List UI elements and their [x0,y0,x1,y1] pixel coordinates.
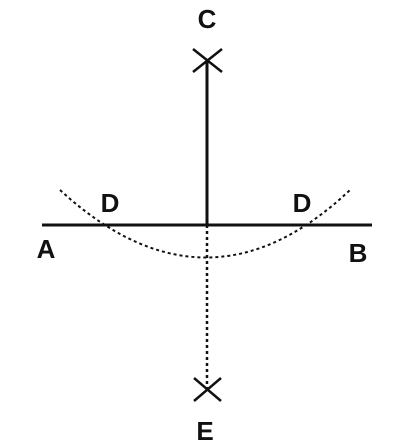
label-d-left: D [101,188,120,218]
label-b: B [349,238,368,268]
cross-mark-e [193,377,222,402]
label-d-right: D [293,188,312,218]
label-e: E [196,416,213,446]
label-a: A [37,234,56,264]
label-c: C [198,4,217,34]
cross-mark-c [192,48,223,73]
dotted-arc [59,189,351,259]
